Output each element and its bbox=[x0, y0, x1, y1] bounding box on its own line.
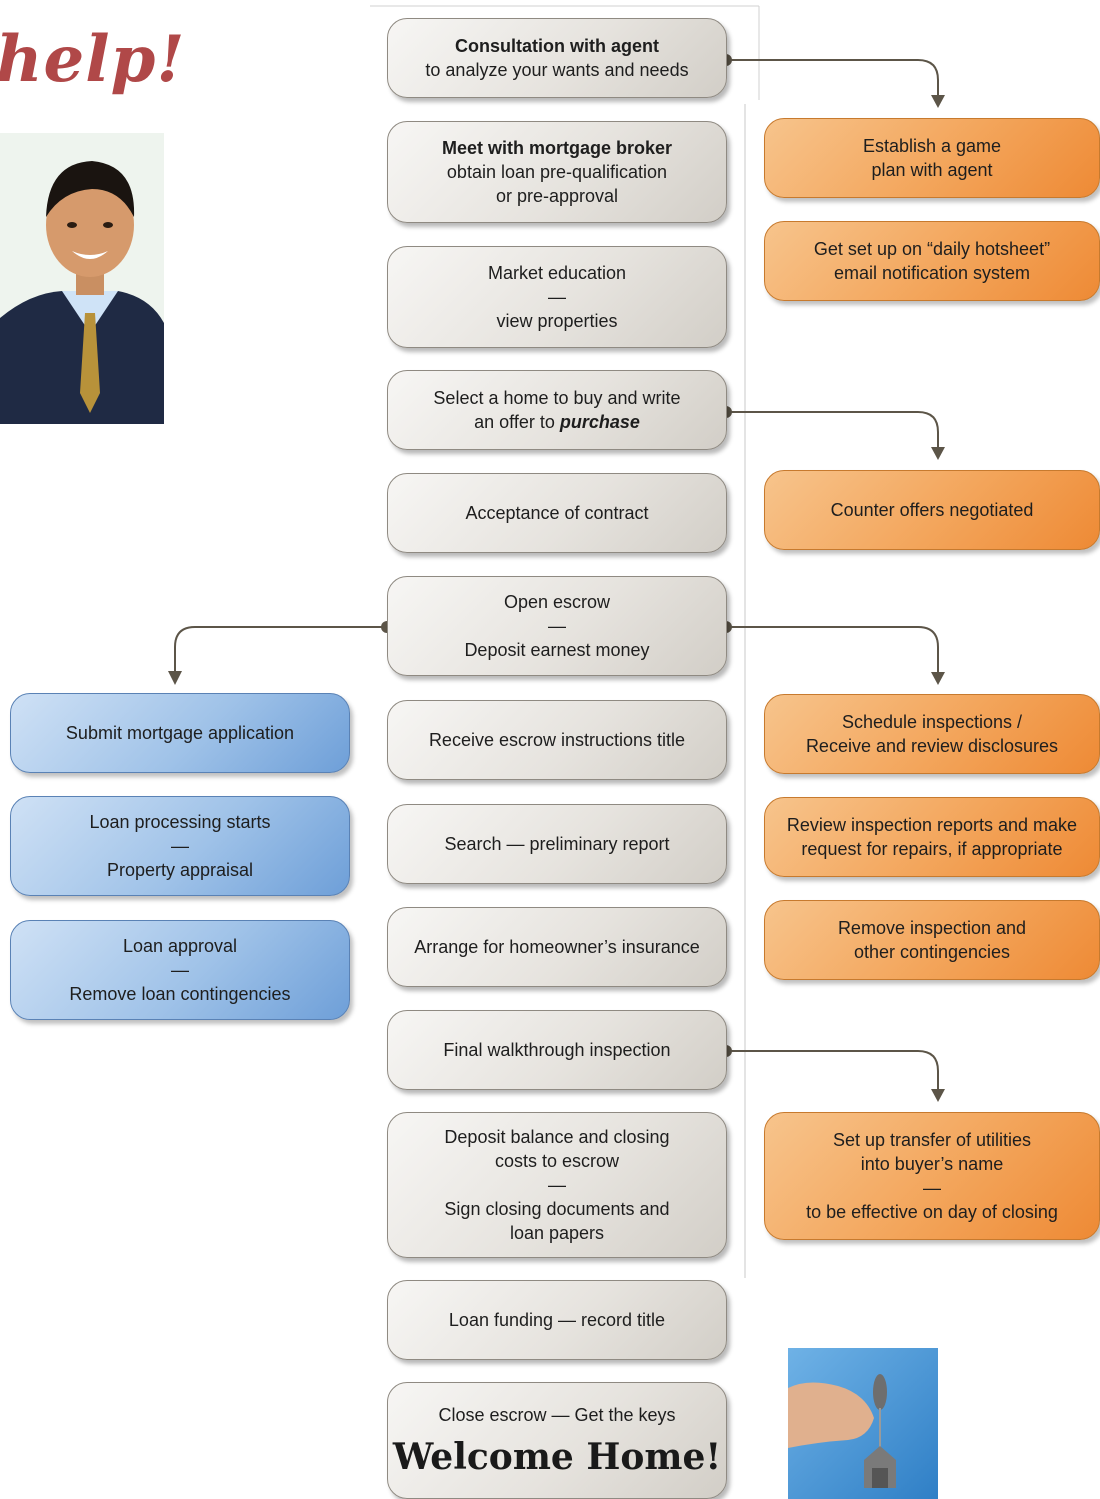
step-line: Receive and review disclosures bbox=[805, 736, 1059, 756]
step-separator: — bbox=[548, 616, 566, 636]
step-line: view properties bbox=[496, 311, 618, 331]
step-line: Select a home to buy and write bbox=[433, 388, 681, 408]
step-line: Review inspection reports and make bbox=[786, 815, 1078, 835]
step-line: Get set up on “daily hotsheet” bbox=[813, 239, 1051, 259]
right-step-6: Remove inspection and other contingencies bbox=[764, 900, 1100, 980]
center-step-8: Search — preliminary report bbox=[387, 804, 727, 884]
step-line: Loan processing starts bbox=[89, 812, 271, 832]
connector-line bbox=[726, 626, 939, 673]
step-separator: — bbox=[171, 960, 189, 980]
step-line: Loan approval bbox=[122, 936, 238, 956]
step-line: or pre-approval bbox=[495, 186, 619, 206]
center-step-11: Deposit balance and closing costs to escr… bbox=[387, 1112, 727, 1258]
connector-line bbox=[726, 411, 939, 448]
step-line: Close escrow — Get the keys bbox=[438, 1404, 676, 1425]
center-step-1: Consultation with agent to analyze your w… bbox=[387, 18, 727, 98]
center-step-6: Open escrow — Deposit earnest money bbox=[387, 576, 727, 676]
step-separator: — bbox=[548, 1175, 566, 1195]
step-line: to analyze your wants and needs bbox=[425, 60, 689, 80]
center-step-2: Meet with mortgage broker obtain loan pre… bbox=[387, 121, 727, 223]
connector-arrowhead bbox=[931, 672, 945, 685]
step-line: plan with agent bbox=[871, 160, 993, 180]
step-line: email notification system bbox=[833, 263, 1031, 283]
step-line: Market education bbox=[487, 263, 627, 283]
center-step-7: Receive escrow instructions title bbox=[387, 700, 727, 780]
agent-photo bbox=[0, 133, 164, 424]
step-line: Search — preliminary report bbox=[444, 834, 670, 854]
step-line: Property appraisal bbox=[106, 860, 254, 880]
right-step-7: Set up transfer of utilities into buyer’s… bbox=[764, 1112, 1100, 1240]
step-line: Deposit balance and closing bbox=[444, 1127, 670, 1147]
step-line: Remove loan contingencies bbox=[69, 984, 291, 1004]
step-separator: — bbox=[171, 836, 189, 856]
connector-arrowhead bbox=[931, 95, 945, 108]
right-step-2: Get set up on “daily hotsheet” email noti… bbox=[764, 221, 1100, 301]
step-line: Loan funding — record title bbox=[448, 1310, 666, 1330]
center-step-12: Loan funding — record title bbox=[387, 1280, 727, 1360]
step-line: loan papers bbox=[509, 1223, 605, 1243]
step-separator: — bbox=[548, 287, 566, 307]
step-line: Counter offers negotiated bbox=[830, 500, 1034, 520]
left-step-2: Loan processing starts — Property appraisa… bbox=[10, 796, 350, 896]
center-step-9: Arrange for homeowner’s insurance bbox=[387, 907, 727, 987]
connector-line bbox=[726, 59, 939, 96]
step-line: an offer to purchase bbox=[474, 410, 640, 434]
step-line: Open escrow bbox=[503, 592, 611, 612]
step-line: Establish a game bbox=[862, 136, 1002, 156]
step-line: Meet with mortgage broker bbox=[441, 138, 673, 158]
step-line: Schedule inspections / bbox=[841, 712, 1023, 732]
step-line: obtain loan pre-qualification bbox=[446, 162, 668, 182]
step-separator: — bbox=[923, 1178, 941, 1198]
step-line-emphasis: purchase bbox=[559, 412, 640, 432]
left-step-3: Loan approval — Remove loan contingencies bbox=[10, 920, 350, 1020]
step-line: Final walkthrough inspection bbox=[443, 1040, 671, 1060]
center-step-5: Acceptance of contract bbox=[387, 473, 727, 553]
step-line: Set up transfer of utilities bbox=[832, 1130, 1032, 1150]
welcome-home-title: Welcome Home! bbox=[392, 1435, 722, 1478]
step-line-text: an offer to bbox=[474, 412, 560, 432]
step-line: Sign closing documents and bbox=[444, 1199, 670, 1219]
step-line: Submit mortgage application bbox=[65, 723, 295, 743]
right-step-5: Review inspection reports and make reques… bbox=[764, 797, 1100, 877]
heading-help: help! bbox=[0, 22, 186, 97]
left-step-1: Submit mortgage application bbox=[10, 693, 350, 773]
right-step-1: Establish a game plan with agent bbox=[764, 118, 1100, 198]
step-line: costs to escrow bbox=[494, 1151, 620, 1171]
connector-arrowhead bbox=[168, 671, 182, 685]
step-line: Arrange for homeowner’s insurance bbox=[414, 937, 700, 957]
step-line: Acceptance of contract bbox=[465, 503, 649, 523]
connector-arrowhead bbox=[931, 1089, 945, 1102]
right-step-4: Schedule inspections / Receive and review… bbox=[764, 694, 1100, 774]
step-line: Deposit earnest money bbox=[464, 640, 650, 660]
step-line: Consultation with agent bbox=[455, 36, 659, 56]
connector-line bbox=[726, 1050, 939, 1090]
connector-arrowhead bbox=[931, 447, 945, 460]
right-step-3: Counter offers negotiated bbox=[764, 470, 1100, 550]
connector-line bbox=[174, 626, 387, 672]
step-line: to be effective on day of closing bbox=[806, 1202, 1058, 1222]
step-line: into buyer’s name bbox=[860, 1154, 1004, 1174]
center-step-3: Market education — view properties bbox=[387, 246, 727, 348]
step-line: request for repairs, if appropriate bbox=[801, 839, 1063, 859]
step-line: Receive escrow instructions title bbox=[428, 730, 686, 750]
center-step-10: Final walkthrough inspection bbox=[387, 1010, 727, 1090]
step-line: Remove inspection and bbox=[837, 918, 1027, 938]
keys-photo bbox=[788, 1348, 938, 1499]
step-line: other contingencies bbox=[853, 942, 1011, 962]
